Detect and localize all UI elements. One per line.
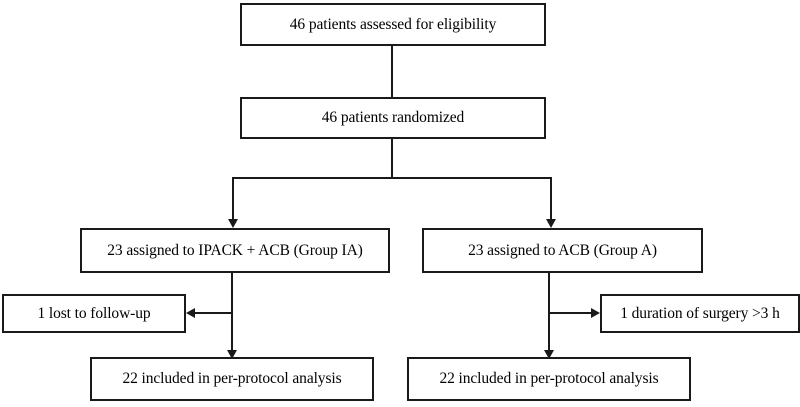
node-per-protocol-left-label: 22 included in per-protocol analysis (122, 370, 342, 388)
connector-split-bus (232, 177, 552, 179)
node-group-ia: 23 assigned to IPACK + ACB (Group IA) (80, 228, 390, 273)
connector-group-ia-to-lost-to-follow-up (195, 312, 233, 314)
node-lost-to-follow-up-label: 1 lost to follow-up (37, 304, 151, 322)
node-per-protocol-right-label: 22 included in per-protocol analysis (439, 370, 659, 388)
node-duration-of-surgery: 1 duration of surgery >3 h (600, 294, 800, 333)
connector-group-a-to-duration-of-surgery (549, 312, 591, 314)
connector-group-ia-to-per-protocol-left (231, 272, 233, 359)
arrowhead-to-per-protocol-right (544, 350, 554, 359)
node-eligibility: 46 patients assessed for eligibility (240, 3, 546, 46)
node-per-protocol-left: 22 included in per-protocol analysis (90, 357, 374, 401)
node-eligibility-label: 46 patients assessed for eligibility (289, 15, 497, 33)
connector-randomized-stem (391, 137, 393, 179)
arrowhead-to-per-protocol-left (227, 350, 237, 359)
connector-bus-to-group-a (550, 177, 552, 221)
connector-group-a-to-per-protocol-right (548, 272, 550, 359)
node-duration-of-surgery-label: 1 duration of surgery >3 h (620, 304, 780, 322)
arrowhead-to-group-a (546, 219, 556, 228)
arrowhead-to-lost-to-follow-up (186, 308, 195, 318)
node-group-a: 23 assigned to ACB (Group A) (422, 228, 703, 273)
connector-eligibility-to-randomized (391, 44, 393, 99)
node-randomized: 46 patients randomized (240, 97, 546, 139)
node-randomized-label: 46 patients randomized (321, 109, 465, 127)
node-group-ia-label: 23 assigned to IPACK + ACB (Group IA) (107, 241, 363, 259)
connector-bus-to-group-ia (232, 177, 234, 221)
node-group-a-label: 23 assigned to ACB (Group A) (468, 241, 657, 259)
arrowhead-to-duration-of-surgery (591, 308, 600, 318)
arrowhead-to-group-ia (228, 219, 238, 228)
node-lost-to-follow-up: 1 lost to follow-up (2, 294, 186, 333)
node-per-protocol-right: 22 included in per-protocol analysis (407, 357, 691, 401)
